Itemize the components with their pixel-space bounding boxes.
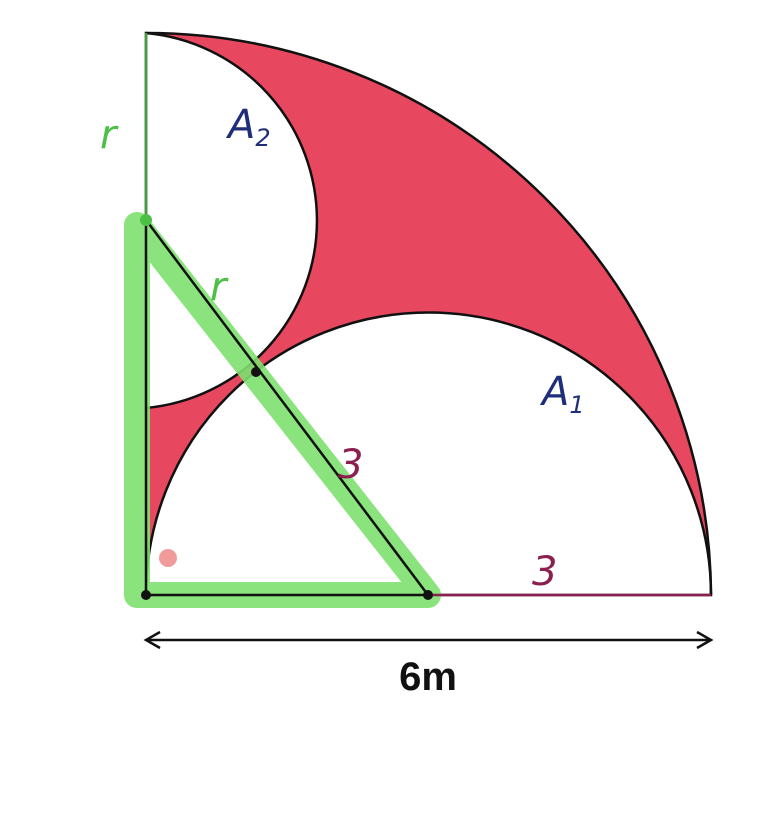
semicircle-center-point — [423, 590, 433, 600]
small-circle-a2 — [144, 31, 319, 410]
three-label-hypotenuse: 3 — [338, 442, 363, 488]
origin-point — [141, 590, 151, 600]
hypotenuse-line — [145, 219, 429, 596]
r-label-hypotenuse: r — [210, 264, 229, 310]
quarter-circle-outline — [145, 31, 713, 596]
a2-subscript: 2 — [255, 124, 270, 152]
three-label-base: 3 — [532, 549, 557, 595]
top-center-point — [140, 214, 152, 226]
right-arrow-head — [696, 630, 714, 650]
r-label-top: r — [100, 112, 119, 158]
a1-subscript: 1 — [569, 391, 584, 419]
a1-label: A1 — [539, 369, 585, 419]
shaded-region — [146, 33, 711, 595]
right-angle-marker — [159, 549, 177, 567]
a2-main: A — [225, 102, 255, 148]
semicircle-a1 — [144, 311, 713, 597]
a1-main: A — [539, 369, 569, 415]
a2-label: A2 — [225, 102, 271, 152]
width-label: 6m — [399, 655, 457, 699]
left-arrow-head — [143, 630, 161, 650]
tangent-point — [251, 367, 261, 377]
